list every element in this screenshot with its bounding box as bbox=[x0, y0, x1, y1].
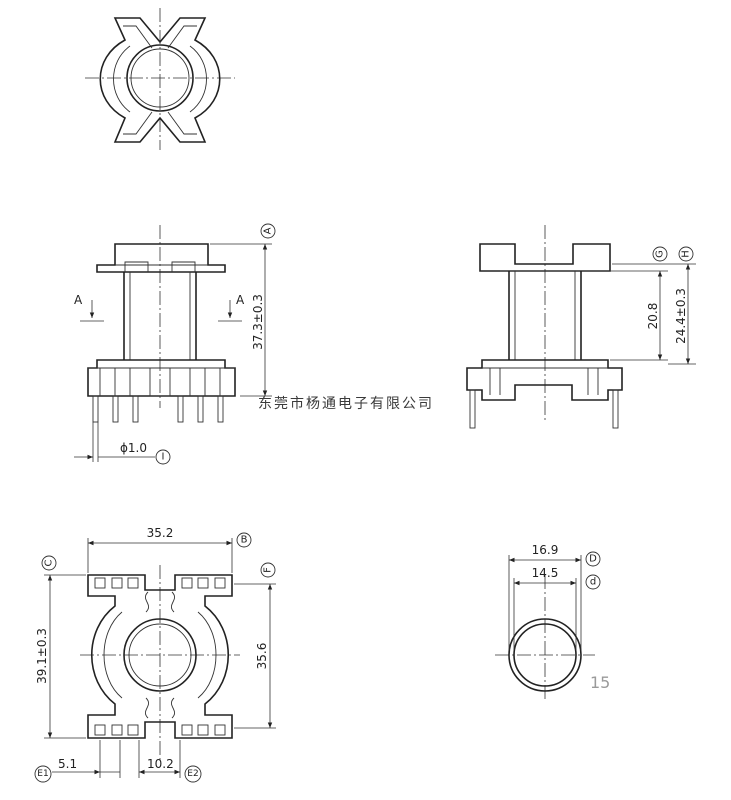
dim-pin-pitch: 5.1 bbox=[58, 757, 77, 771]
side-view: 20.8 24.4±0.3 G H bbox=[466, 225, 696, 429]
dim-width-overall: 35.2 bbox=[147, 526, 174, 540]
section-marker-right: A bbox=[236, 293, 245, 307]
dim-height-overall: 37.3±0.3 bbox=[251, 294, 265, 350]
label-G: G bbox=[655, 250, 666, 258]
core-section-view: 16.9 D 14.5 d bbox=[495, 543, 601, 700]
dim-pin-diameter: ϕ1.0 bbox=[120, 441, 147, 455]
page-number: 15 bbox=[590, 673, 610, 692]
label-A: A bbox=[263, 227, 274, 234]
bottom-view: 35.2 B 39.1±0.3 C 35.6 F 5.1 10.2 E1 E2 bbox=[34, 526, 276, 783]
section-marker-left: A bbox=[74, 293, 83, 307]
dim-core-outer: 16.9 bbox=[532, 543, 559, 557]
label-E2: E2 bbox=[187, 769, 198, 779]
label-D: D bbox=[589, 554, 597, 565]
dim-depth-overall: 39.1±0.3 bbox=[35, 628, 49, 684]
dim-window-height: 20.8 bbox=[646, 303, 660, 330]
label-H: H bbox=[681, 250, 692, 258]
label-B: B bbox=[241, 535, 248, 546]
dim-flange-height: 24.4±0.3 bbox=[674, 288, 688, 344]
dim-row-spacing: 10.2 bbox=[147, 757, 174, 771]
company-watermark: 东莞市杨通电子有限公司 bbox=[258, 395, 434, 412]
dim-core-inner: 14.5 bbox=[532, 566, 559, 580]
dim-inner-height: 35.6 bbox=[255, 643, 269, 670]
label-I: I bbox=[162, 452, 165, 463]
top-view bbox=[85, 8, 235, 150]
label-d: d bbox=[590, 577, 596, 588]
label-E1: E1 bbox=[37, 769, 48, 779]
label-F: F bbox=[263, 567, 274, 573]
label-C: C bbox=[44, 559, 55, 566]
front-view: A A 37.3±0.3 A ϕ1.0 I bbox=[74, 223, 276, 465]
